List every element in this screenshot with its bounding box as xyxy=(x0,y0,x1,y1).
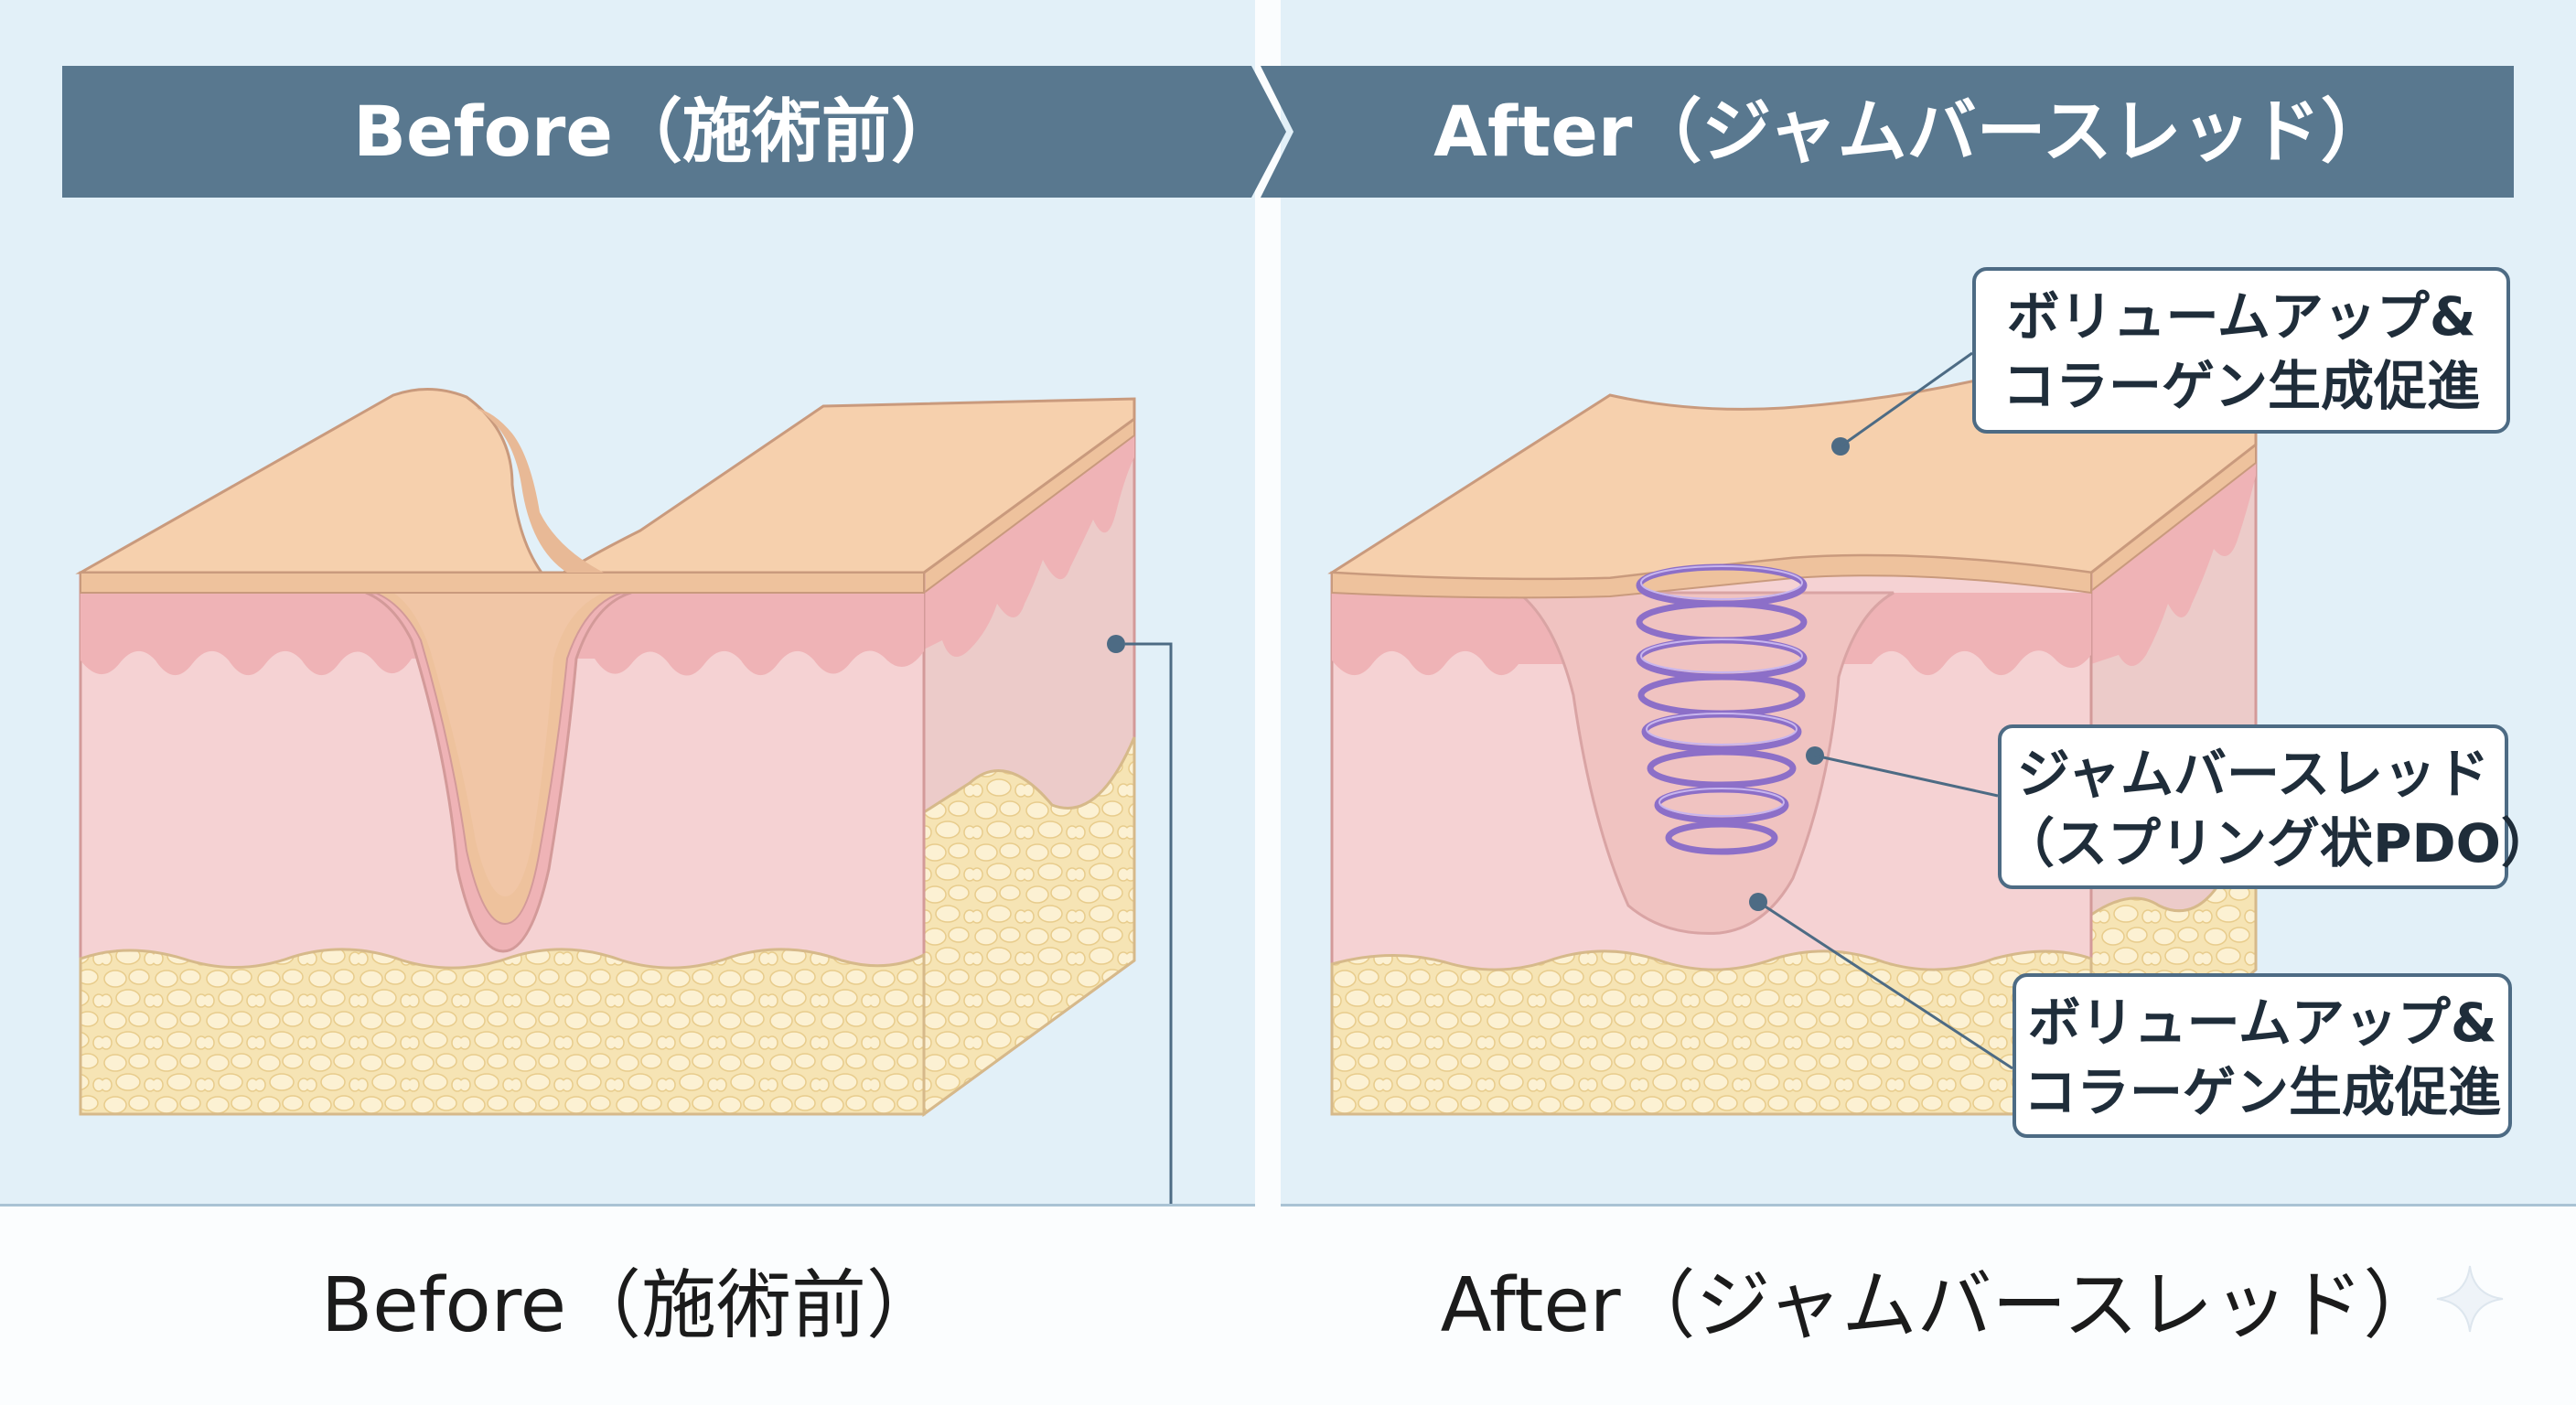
callout-spring-line1: ジャムバースレッド xyxy=(2016,743,2490,805)
after-spring-highlight xyxy=(1640,565,1803,817)
before-wrinkle-fold xyxy=(393,593,604,896)
after-caption: After（ジャムバースレッド） xyxy=(1440,1262,2439,1349)
callout-spring-line2: （スプリング状PDO） xyxy=(2002,812,2554,874)
before-side-dermis xyxy=(924,419,1134,657)
before-fold-shadow xyxy=(476,408,604,573)
panel-bottom-border-left xyxy=(0,1204,1255,1207)
after-leader-spring xyxy=(1806,746,1999,798)
skin-illustration xyxy=(75,351,2258,1204)
before-side-fat xyxy=(922,736,1136,1117)
callout-volume-collagen-bottom: ボリュームアップ& コラーゲン生成促進 xyxy=(2012,973,2512,1138)
before-epidermis xyxy=(80,572,925,594)
before-caption: Before（施術前） xyxy=(320,1262,942,1349)
callout-top-line1: ボリュームアップ& xyxy=(2006,285,2476,348)
callout-jambar-thread: ジャムバースレッド （スプリング状PDO） xyxy=(1998,724,2554,889)
before-leader xyxy=(1107,635,1173,1204)
after-banner-title: After（ジャムバースレッド） xyxy=(1433,91,2390,172)
after-epidermis xyxy=(1331,554,2092,599)
before-top-surface xyxy=(75,388,1136,584)
before-skin-block xyxy=(75,388,1136,1117)
callout-volume-collagen-top: ボリュームアップ& コラーゲン生成促進 xyxy=(1972,267,2510,434)
after-side-dermis xyxy=(2091,445,2256,666)
after-volume-area xyxy=(1514,591,1894,935)
after-skin-block xyxy=(1327,379,2258,1118)
header-banners xyxy=(62,66,2514,198)
callout-bottom-line2: コラーゲン生成促進 xyxy=(2023,1061,2501,1123)
after-leader-top xyxy=(1831,351,1973,456)
after-fat-layer xyxy=(1330,949,2093,1116)
after-leader-bottom xyxy=(1749,893,2013,1070)
callout-top-line2: コラーゲン生成促進 xyxy=(2002,355,2480,417)
sparkle-icon xyxy=(2436,1265,2504,1333)
before-fat-layer xyxy=(79,948,926,1116)
before-banner-title: Before（施術前） xyxy=(353,91,961,172)
after-banner xyxy=(1261,66,2514,198)
callout-bottom-line1: ボリュームアップ& xyxy=(2027,992,2497,1054)
before-banner xyxy=(62,66,1286,198)
panel-bottom-border-right xyxy=(1281,1204,2576,1207)
